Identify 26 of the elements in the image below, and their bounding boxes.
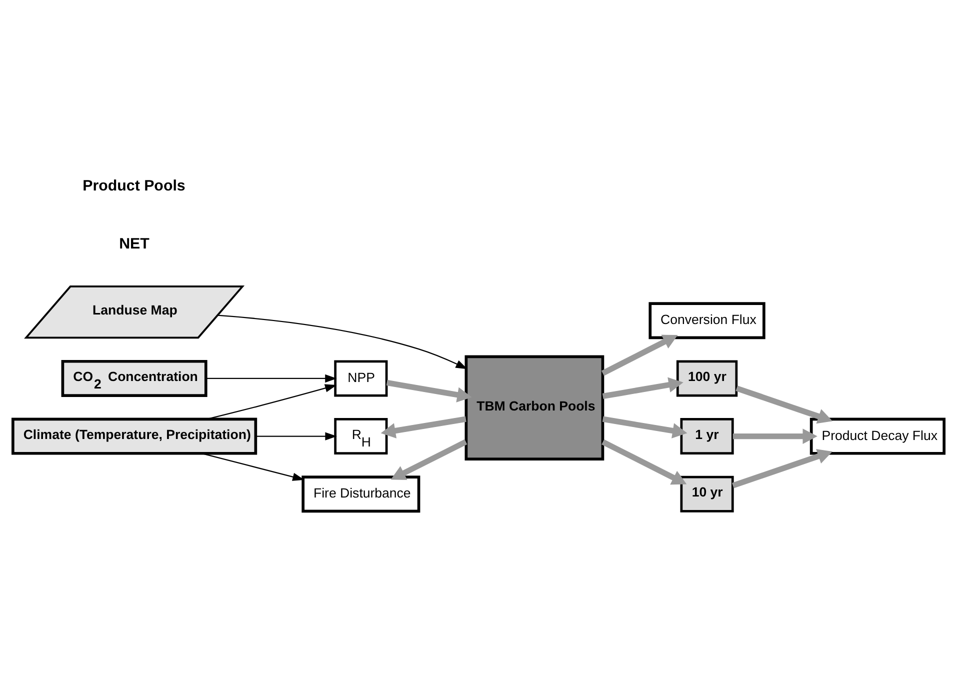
arrow [601,334,678,376]
arrow [202,452,304,481]
arrow [380,416,466,438]
node-box: NPP [334,360,388,397]
node-box: 100 yr [676,360,738,397]
arrow [218,314,468,370]
node-box: Fire Disturbance [302,476,420,513]
node-box: Climate (Temperature, Precipitation) [12,418,258,455]
arrow [732,428,818,444]
arrow [256,432,337,440]
arrow [206,374,337,383]
node-box: 1 yr [680,418,734,455]
label: NET [119,235,150,252]
arrow [602,439,687,485]
node-box: 10 yr [680,476,734,512]
arrow [732,448,832,488]
arrow [386,380,472,402]
node-box: Conversion Flux [648,302,766,340]
arrow [602,377,684,400]
arrow [736,386,833,424]
arrow [602,416,688,438]
node-box: TBM Carbon Pools [464,355,604,460]
node-box: Product Decay Flux [810,418,946,455]
arrow [206,384,337,420]
label: Product Pools [82,178,186,195]
arrow [390,439,468,480]
